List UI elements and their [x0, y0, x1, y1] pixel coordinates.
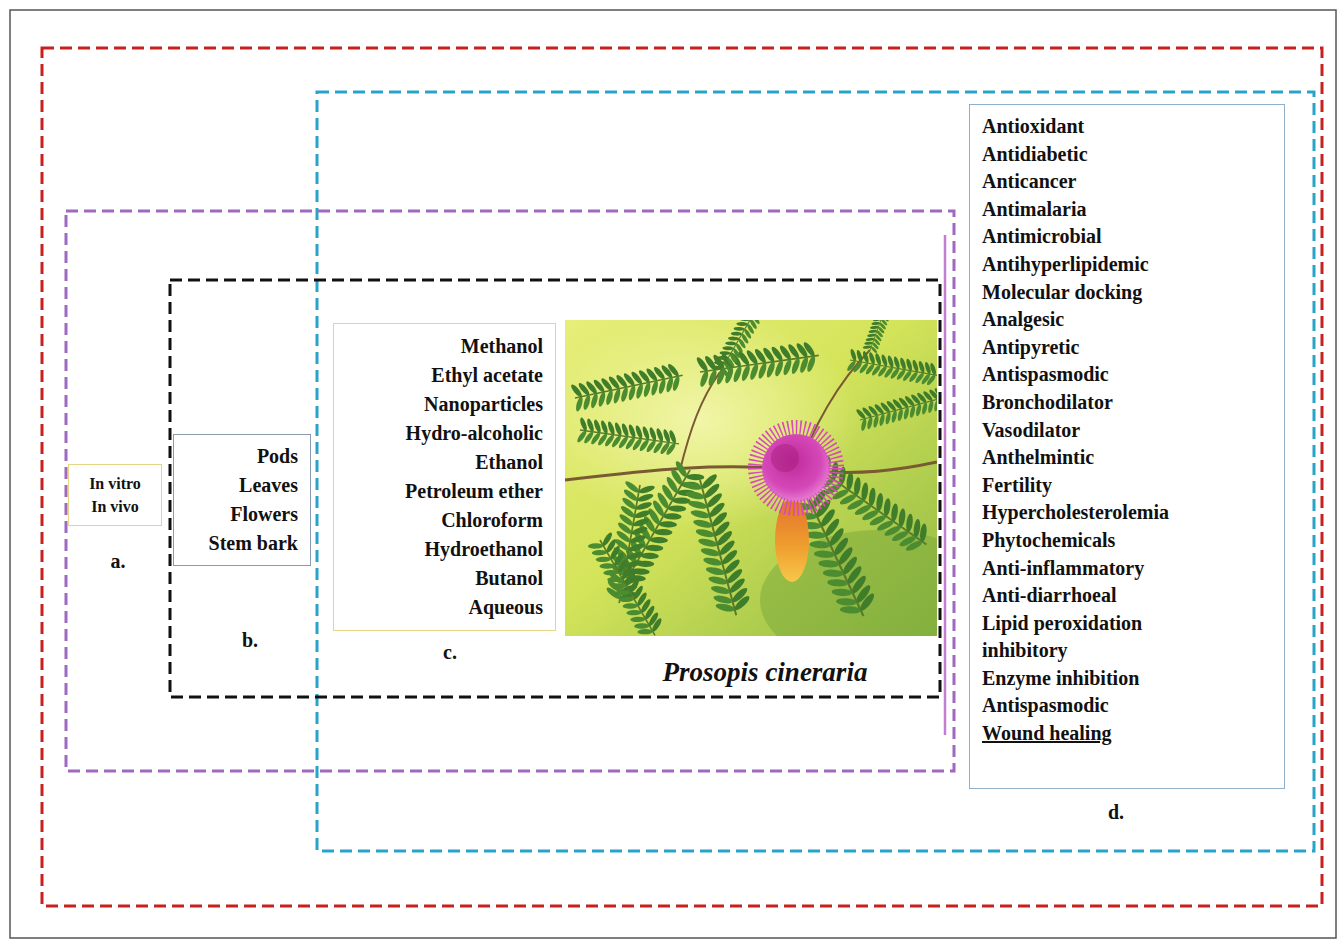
- list-item: Petroleum ether: [346, 477, 543, 506]
- list-item: In vitro: [75, 472, 155, 495]
- list-item: Enzyme inhibition: [982, 665, 1232, 693]
- list-item: Antimicrobial: [982, 223, 1232, 251]
- leaves: [569, 361, 686, 414]
- list-item: Antioxidant: [982, 113, 1232, 141]
- blue-dashed-region: [317, 92, 1314, 851]
- leaves: [846, 348, 937, 388]
- list-item: Molecular docking: [982, 279, 1232, 307]
- list-item: Lipid peroxidation inhibitory: [982, 610, 1232, 665]
- list-item: Nanoparticles: [346, 390, 543, 419]
- leaves: [862, 320, 898, 354]
- leaves: [710, 320, 770, 379]
- list-item: Anticancer: [982, 168, 1232, 196]
- leaves: [681, 471, 755, 620]
- list-item: In vivo: [75, 495, 155, 518]
- list-item: Hypercholesterolemia: [982, 499, 1232, 527]
- red-dashed-region: [42, 48, 1322, 906]
- leaves: [575, 416, 680, 457]
- list-item: Vasodilator: [982, 417, 1232, 445]
- flower-center: [771, 444, 799, 472]
- list-item: Butanol: [346, 564, 543, 593]
- list-item: Bronchodilator: [982, 389, 1232, 417]
- outer-frame: [10, 10, 1336, 938]
- list-item: Leaves: [186, 471, 298, 500]
- list-item: Pods: [186, 442, 298, 471]
- list-item: Chloroform: [346, 506, 543, 535]
- list-item: Stem bark: [186, 529, 298, 558]
- activity-box: AntioxidantAntidiabeticAnticancerAntimal…: [969, 104, 1285, 789]
- purple-dashed-region: [66, 211, 954, 771]
- list-item: Antidiabetic: [982, 141, 1232, 169]
- list-item: Phytochemicals: [982, 527, 1232, 555]
- list-item: Fertility: [982, 472, 1232, 500]
- list-item: Methanol: [346, 332, 543, 361]
- list-item: Ethanol: [346, 448, 543, 477]
- leaves: [569, 320, 937, 636]
- twig: [680, 372, 720, 470]
- purple-bracket-line: [944, 235, 947, 735]
- species-caption: Prosopis cineraria: [663, 657, 868, 688]
- plant-part-box: PodsLeavesFlowersStem bark: [173, 434, 311, 566]
- list-item: Hydro-alcoholic: [346, 419, 543, 448]
- list-item: Anthelmintic: [982, 444, 1232, 472]
- list-item: Wound healing: [982, 720, 1232, 748]
- list-item: Ethyl acetate: [346, 361, 543, 390]
- list-item: Aqueous: [346, 593, 543, 622]
- list-item: Antihyperlipidemic: [982, 251, 1232, 279]
- leaves: [586, 530, 668, 636]
- panel-letter: a.: [111, 550, 126, 573]
- panel-letter: c.: [443, 641, 457, 664]
- extract-box: MethanolEthyl acetateNanoparticlesHydro-…: [333, 323, 556, 631]
- leaves: [855, 385, 937, 432]
- panel-letter: d.: [1108, 801, 1124, 824]
- list-item: Antimalaria: [982, 196, 1232, 224]
- leaves: [695, 339, 822, 388]
- list-item: Anti-inflammatory: [982, 555, 1232, 583]
- list-item: Antispasmodic: [982, 361, 1232, 389]
- list-item: Flowers: [186, 500, 298, 529]
- list-item: Antipyretic: [982, 334, 1232, 362]
- study-type-box: In vitroIn vivo: [68, 464, 162, 526]
- plant-photo: [565, 320, 937, 636]
- flower-filaments: [756, 428, 836, 508]
- list-item: Hydroethanol: [346, 535, 543, 564]
- list-item: Anti-diarrhoeal: [982, 582, 1232, 610]
- list-item: Antispasmodic: [982, 692, 1232, 720]
- panel-letter: b.: [242, 629, 258, 652]
- list-item: Analgesic: [982, 306, 1232, 334]
